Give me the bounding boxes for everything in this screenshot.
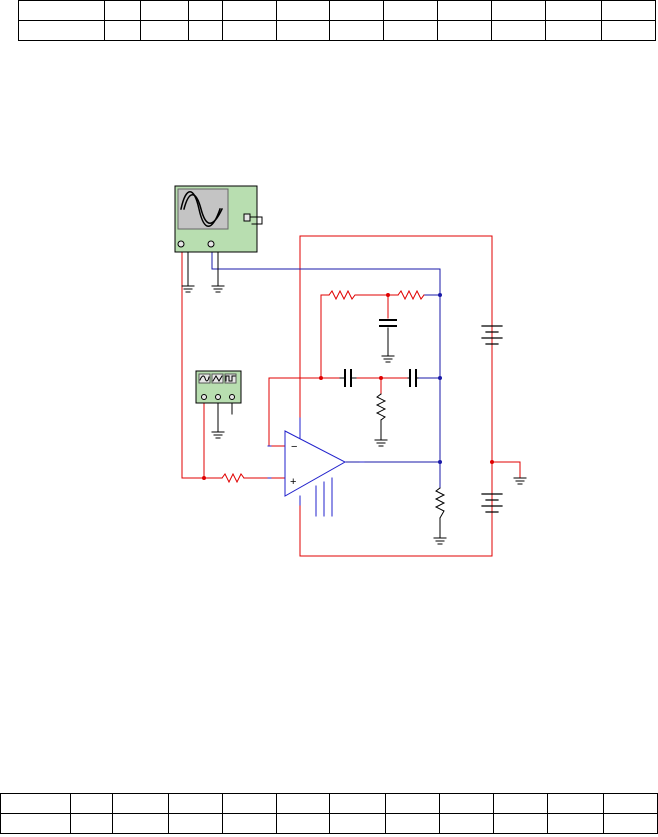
table-cell bbox=[69, 793, 113, 814]
table-cell bbox=[329, 793, 387, 814]
table-cell bbox=[439, 813, 495, 834]
table-cell bbox=[111, 813, 169, 834]
ground-symbols bbox=[181, 285, 527, 545]
trigger-lead bbox=[249, 216, 263, 225]
table-cell bbox=[69, 813, 113, 834]
opamp-triangle bbox=[284, 430, 347, 497]
resistors bbox=[221, 289, 425, 484]
fgen-common-terminal[interactable] bbox=[215, 394, 221, 400]
table-cell bbox=[18, 20, 105, 41]
scope-channel-a-wire bbox=[181, 249, 223, 479]
ground-icon bbox=[211, 285, 225, 293]
resistor-input bbox=[221, 472, 245, 484]
inverting-input-wire bbox=[268, 377, 341, 447]
opamp-plus-label: + bbox=[290, 476, 296, 488]
table-cell bbox=[0, 793, 71, 814]
junctions bbox=[202, 293, 494, 480]
function-generator bbox=[195, 370, 242, 404]
scope-channel-b-wire bbox=[211, 249, 441, 463]
table-cell bbox=[385, 793, 441, 814]
table-cell bbox=[221, 813, 277, 834]
resistor-top-left bbox=[328, 289, 358, 301]
table-cell bbox=[139, 20, 189, 41]
table-row bbox=[18, 20, 656, 41]
fgen-plus-terminal[interactable] bbox=[201, 394, 207, 400]
table-cell bbox=[111, 793, 169, 814]
table-cell bbox=[493, 793, 549, 814]
table-cell bbox=[275, 793, 331, 814]
table-cell bbox=[275, 813, 331, 834]
ground-icon bbox=[374, 439, 388, 447]
black-wires bbox=[187, 249, 441, 539]
junction-dot bbox=[386, 293, 390, 297]
oscilloscope bbox=[174, 185, 263, 253]
junction-dot bbox=[319, 376, 323, 380]
table-row bbox=[18, 0, 656, 21]
top-table bbox=[18, 0, 656, 41]
sine-wave-icon bbox=[180, 191, 223, 227]
table-cell bbox=[601, 20, 656, 41]
channel-b-terminal[interactable] bbox=[207, 240, 215, 248]
batteries bbox=[481, 325, 503, 513]
table-row bbox=[0, 813, 658, 834]
table-cell bbox=[167, 793, 223, 814]
table-cell bbox=[602, 793, 658, 814]
junction-dot bbox=[490, 460, 494, 464]
table-cell bbox=[385, 813, 441, 834]
resistor-shunt bbox=[375, 393, 387, 421]
table-cell bbox=[602, 813, 658, 834]
table-cell bbox=[493, 813, 549, 834]
ground-icon bbox=[381, 355, 395, 363]
junction-dot bbox=[438, 460, 442, 464]
output-blue-wire bbox=[345, 461, 441, 489]
top-left-red-wire bbox=[320, 294, 330, 379]
table-cell bbox=[221, 793, 277, 814]
opamp-minus-label: − bbox=[291, 441, 297, 453]
junction-dot bbox=[202, 476, 206, 480]
ground-icon bbox=[181, 285, 195, 293]
channel-a-terminal[interactable] bbox=[177, 240, 185, 248]
table-cell bbox=[547, 793, 604, 814]
ground-icon bbox=[433, 537, 447, 545]
capacitor-series-right bbox=[409, 369, 417, 387]
battery-lower bbox=[481, 493, 503, 513]
battery-upper bbox=[481, 325, 503, 345]
sine-wave-icon[interactable] bbox=[198, 373, 211, 384]
resistor-load bbox=[434, 487, 446, 519]
supply-bottom-wire bbox=[299, 461, 493, 557]
fgen-minus-terminal[interactable] bbox=[229, 394, 235, 400]
trigger-terminal[interactable] bbox=[243, 213, 251, 222]
capacitor-top bbox=[379, 319, 397, 327]
opamp-lower-pins bbox=[315, 477, 333, 517]
square-wave-icon[interactable] bbox=[224, 373, 237, 384]
table-cell bbox=[167, 813, 223, 834]
ground-icon bbox=[513, 477, 527, 485]
opamp bbox=[284, 417, 347, 517]
table-row bbox=[0, 793, 658, 814]
resistor-top-right bbox=[397, 289, 425, 301]
ground-icon bbox=[211, 431, 225, 439]
junction-dot bbox=[379, 376, 383, 380]
supply-top-wire bbox=[299, 235, 521, 479]
table-cell bbox=[329, 813, 387, 834]
table-cell bbox=[439, 793, 495, 814]
junction-dot bbox=[438, 293, 442, 297]
table-cell bbox=[0, 813, 71, 834]
junction-dot bbox=[438, 376, 442, 380]
capacitor-series-left bbox=[344, 369, 352, 387]
table-cell bbox=[547, 813, 604, 834]
bottom-table bbox=[0, 793, 658, 834]
